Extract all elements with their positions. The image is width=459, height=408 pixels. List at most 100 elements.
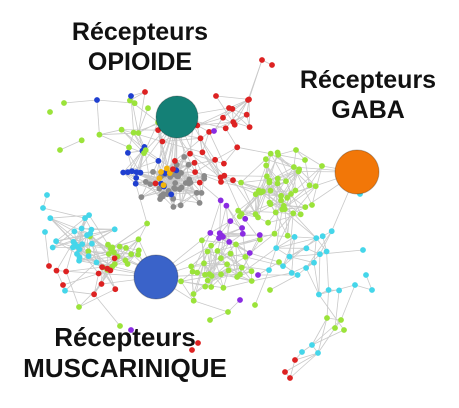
network-node-red bbox=[282, 369, 288, 375]
network-node-green bbox=[141, 150, 147, 157]
network-node-green bbox=[319, 163, 325, 169]
network-node-purple bbox=[246, 250, 253, 256]
network-edge bbox=[193, 251, 208, 295]
network-edge bbox=[210, 220, 231, 234]
network-node-yellow bbox=[160, 182, 167, 189]
network-node-red bbox=[218, 179, 224, 185]
network-node-yellow bbox=[156, 175, 163, 182]
network-node-green bbox=[341, 327, 347, 333]
network-node-gray bbox=[175, 173, 182, 180]
network-node-green bbox=[283, 178, 289, 185]
network-node-green bbox=[309, 202, 315, 208]
network-node-green bbox=[207, 317, 213, 323]
network-edge bbox=[191, 263, 228, 267]
gaba-hub-node bbox=[334, 149, 380, 195]
network-node-gray bbox=[193, 189, 200, 196]
network-node-cyan bbox=[79, 241, 86, 248]
network-node-cyan bbox=[53, 238, 59, 245]
network-node-green bbox=[126, 97, 133, 104]
network-edge bbox=[65, 247, 74, 272]
network-edge bbox=[89, 233, 104, 268]
network-node-green bbox=[135, 236, 142, 243]
network-edge bbox=[220, 252, 250, 259]
network-node-purple bbox=[237, 297, 243, 303]
network-node-green bbox=[291, 164, 297, 170]
network-node-green bbox=[264, 173, 270, 180]
network-edge bbox=[278, 149, 297, 156]
network-node-cyan bbox=[84, 232, 90, 239]
network-node-green bbox=[135, 130, 142, 136]
network-node-green bbox=[128, 251, 135, 258]
network-edge bbox=[277, 152, 296, 191]
network-node-green bbox=[224, 261, 231, 268]
network-node-blue bbox=[94, 97, 100, 103]
network-edge bbox=[64, 262, 97, 291]
network-node-purple bbox=[223, 202, 230, 209]
network-node-green bbox=[126, 144, 132, 151]
network-edge bbox=[318, 294, 345, 331]
network-edge bbox=[223, 280, 252, 289]
network-node-green bbox=[227, 250, 234, 257]
network-edge bbox=[110, 223, 148, 250]
network-node-green bbox=[204, 277, 211, 284]
network-edge bbox=[289, 359, 296, 379]
network-edge bbox=[269, 274, 298, 291]
network-node-green bbox=[220, 284, 227, 291]
network-node-red bbox=[142, 89, 148, 95]
network-node-blue bbox=[133, 169, 140, 176]
network-edge bbox=[222, 99, 249, 119]
network-node-green bbox=[202, 271, 208, 278]
network-node-red bbox=[159, 138, 166, 145]
network-edge bbox=[281, 185, 316, 210]
network-node-red bbox=[112, 286, 119, 293]
network-node-green bbox=[145, 105, 151, 112]
network-node-cyan bbox=[47, 215, 54, 222]
network-edge bbox=[93, 273, 99, 295]
network-edge bbox=[81, 228, 115, 230]
network-edge bbox=[276, 237, 317, 249]
network-edge bbox=[56, 270, 99, 274]
network-node-red bbox=[192, 169, 199, 176]
network-edge bbox=[284, 352, 319, 373]
network-edge bbox=[207, 251, 246, 258]
network-node-green bbox=[279, 206, 285, 213]
network-edge bbox=[260, 153, 272, 193]
network-node-red bbox=[53, 267, 60, 274]
network-edge bbox=[157, 130, 166, 174]
muscarinique-receptor-label: Récepteurs MUSCARINIQUE bbox=[5, 322, 245, 383]
network-node-green bbox=[296, 166, 303, 173]
network-edge bbox=[56, 234, 88, 242]
opioide-label-line2: OPIOIDE bbox=[87, 47, 193, 76]
network-node-cyan bbox=[317, 251, 323, 258]
muscarinique-label-line1: Récepteurs bbox=[54, 322, 196, 352]
gaba-label-line2: GABA bbox=[331, 95, 405, 124]
network-node-cyan bbox=[62, 287, 68, 294]
network-edge bbox=[295, 149, 323, 167]
network-edge bbox=[131, 150, 143, 172]
network-node-yellow bbox=[166, 170, 173, 177]
network-node-red bbox=[170, 166, 176, 173]
network-edge bbox=[66, 266, 103, 272]
network-node-cyan bbox=[363, 272, 369, 278]
network-edge bbox=[318, 254, 321, 295]
network-node-gray bbox=[147, 181, 154, 188]
network-node-green bbox=[284, 194, 291, 201]
network-node-green bbox=[288, 191, 294, 197]
network-node-gray bbox=[170, 195, 177, 202]
network-edge bbox=[78, 283, 102, 308]
network-node-green bbox=[238, 179, 244, 186]
network-node-green bbox=[290, 210, 297, 217]
network-node-yellow bbox=[158, 169, 164, 175]
network-node-green bbox=[248, 268, 255, 275]
network-node-blue bbox=[133, 175, 140, 181]
network-node-cyan bbox=[89, 240, 95, 247]
network-edge bbox=[199, 182, 221, 201]
network-node-gray bbox=[160, 191, 167, 198]
network-node-purple bbox=[255, 272, 261, 278]
network-node-purple bbox=[226, 239, 233, 245]
network-node-red bbox=[246, 124, 253, 130]
network-node-gray bbox=[201, 173, 208, 179]
network-edge bbox=[282, 236, 295, 267]
network-node-cyan bbox=[266, 267, 272, 273]
network-node-green bbox=[178, 278, 184, 285]
